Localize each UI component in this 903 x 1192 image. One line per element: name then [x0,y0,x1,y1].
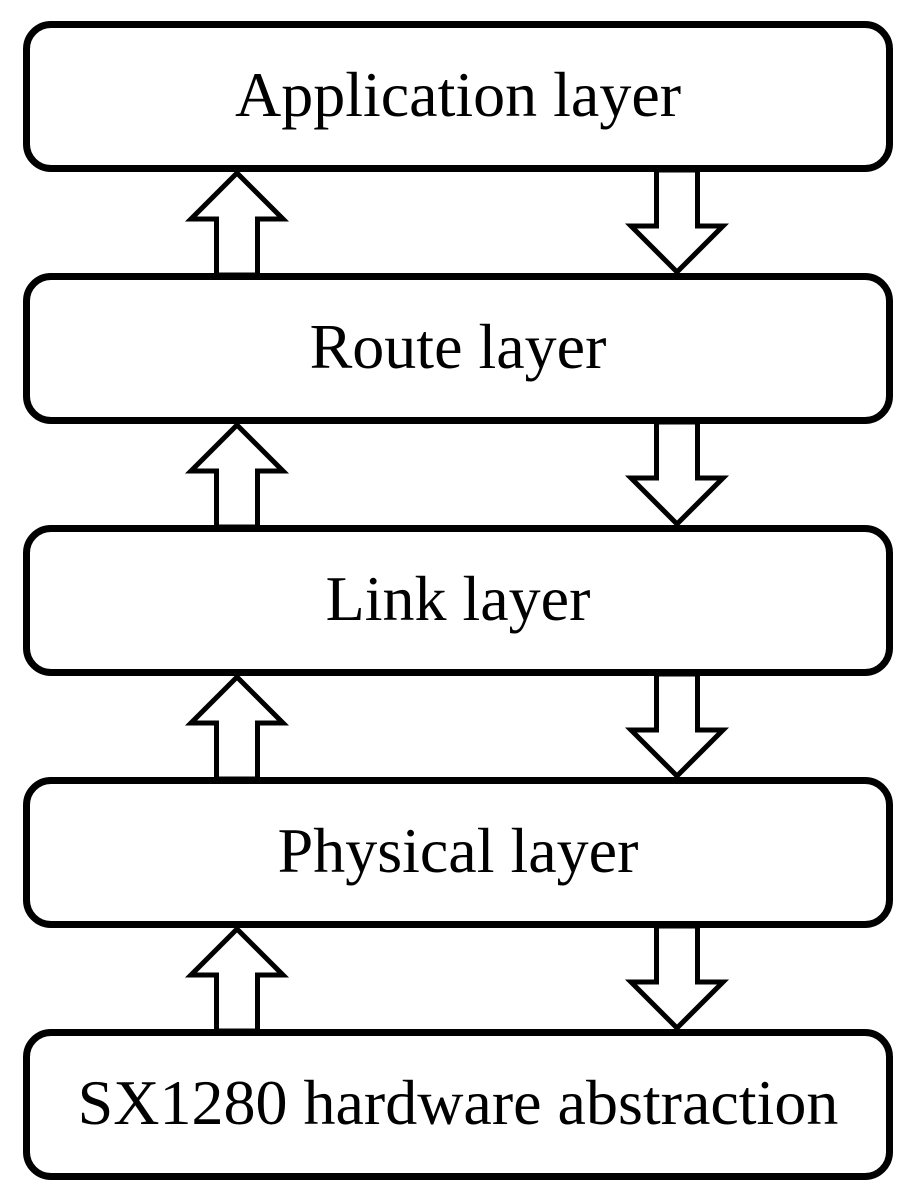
down-arrow-icon [624,923,730,1032]
layer-box-route: Route layer [23,273,893,424]
layer-label-application: Application layer [234,58,682,130]
up-arrow-icon [184,925,290,1034]
up-arrow-icon [184,169,290,278]
layer-label-physical: Physical layer [277,814,639,886]
down-arrow-icon [624,167,730,276]
layer-label-route: Route layer [309,310,607,382]
layer-label-sx1280-hal: SX1280 hardware abstraction [77,1066,839,1138]
interface-arrows-2 [0,419,903,530]
down-arrow-icon [624,419,730,528]
layer-box-link: Link layer [23,525,893,676]
interface-arrows-4 [0,923,903,1034]
up-arrow-icon [184,673,290,782]
down-arrow-icon [624,671,730,780]
interface-arrows-3 [0,671,903,782]
up-arrow-icon [184,421,290,530]
layer-box-physical: Physical layer [23,777,893,928]
layer-box-application: Application layer [23,21,893,172]
layer-label-link: Link layer [325,562,591,634]
interface-arrows-1 [0,167,903,278]
layer-box-sx1280-hal: SX1280 hardware abstraction [23,1029,893,1180]
